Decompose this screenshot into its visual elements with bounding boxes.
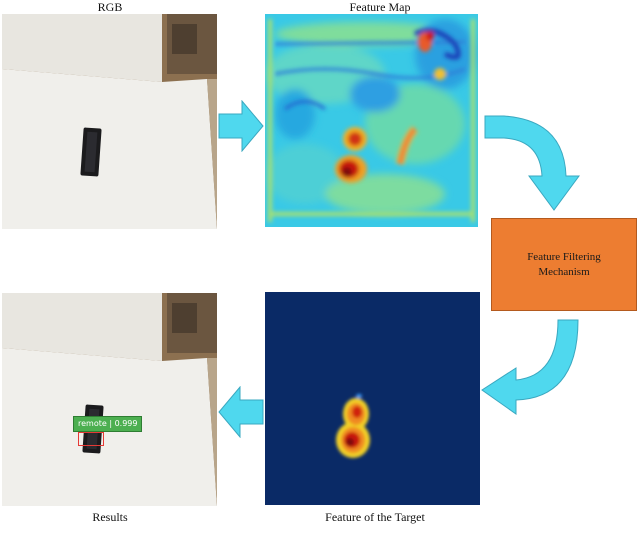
rgb-image bbox=[2, 14, 217, 229]
detection-label: remote | 0.999 bbox=[73, 416, 143, 432]
feature-map-image bbox=[265, 14, 478, 227]
feature-map-label: Feature Map bbox=[349, 0, 411, 14]
filter-box-line2: Mechanism bbox=[538, 265, 590, 278]
results-label: Results bbox=[92, 510, 128, 524]
detection-box bbox=[78, 432, 104, 446]
curved-arrow-down-icon bbox=[484, 112, 584, 212]
detection-score: 0.999 bbox=[114, 419, 138, 428]
rgb-label: RGB bbox=[97, 0, 123, 14]
feature-filtering-box: Feature Filtering Mechanism bbox=[491, 218, 637, 311]
filter-box-line1: Feature Filtering bbox=[527, 250, 601, 263]
arrow-right-icon bbox=[218, 100, 264, 152]
arrow-left-icon bbox=[218, 386, 264, 438]
feature-target-label: Feature of the Target bbox=[325, 510, 425, 524]
detection-class: remote bbox=[78, 419, 107, 428]
curved-arrow-left-icon bbox=[480, 318, 580, 416]
target-feature-image bbox=[265, 292, 480, 505]
detection-separator: | bbox=[109, 419, 115, 428]
results-image bbox=[2, 293, 217, 506]
